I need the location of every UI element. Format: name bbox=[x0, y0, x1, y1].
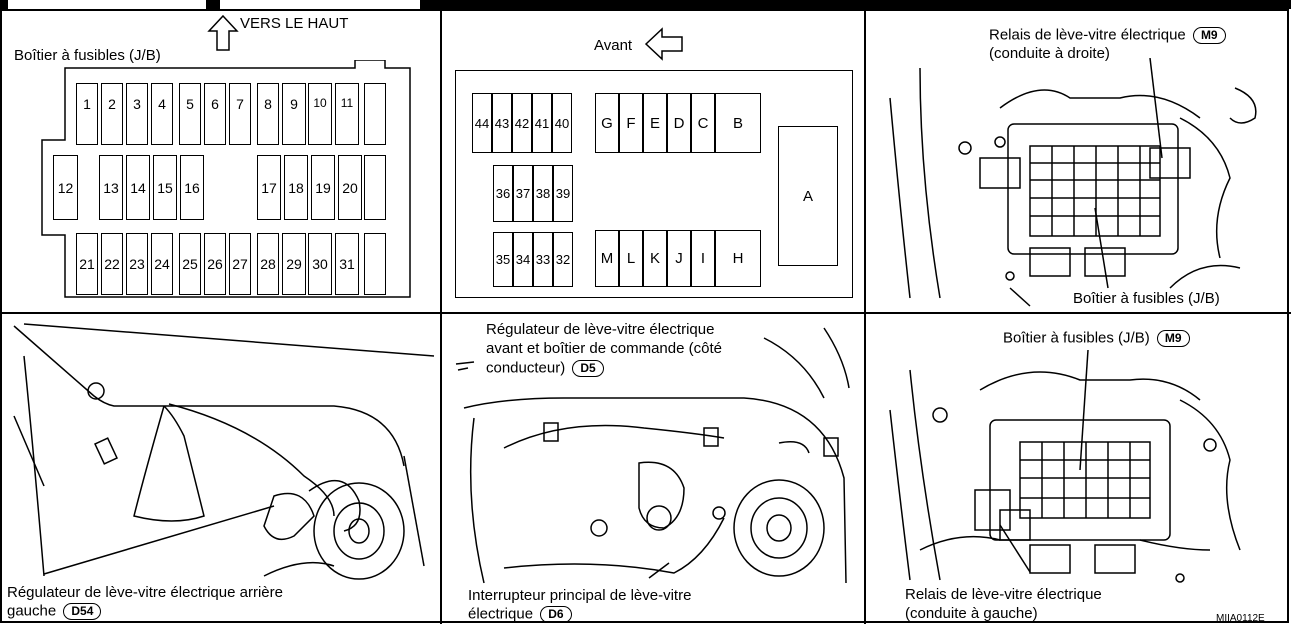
fuse-slot: 4 bbox=[151, 83, 173, 145]
relay-slot: I bbox=[691, 230, 715, 287]
relay-slot: L bbox=[619, 230, 643, 287]
fuse-slot: 35 bbox=[493, 232, 513, 287]
fuse-slot: 22 bbox=[101, 233, 123, 295]
fuse-slot: 2 bbox=[101, 83, 123, 145]
fuse-slot: 17 bbox=[257, 155, 281, 220]
fuse-slot: 21 bbox=[76, 233, 98, 295]
header-bar bbox=[0, 0, 1291, 9]
fuse-slot: 32 bbox=[553, 232, 573, 287]
fuse-slot: 3 bbox=[126, 83, 148, 145]
header-bar-segment bbox=[420, 0, 1291, 9]
fuse-slot: 29 bbox=[282, 233, 306, 295]
relay-slot: K bbox=[643, 230, 667, 287]
fuse-slot: 38 bbox=[533, 165, 553, 222]
main-switch-label-line2: électrique D6 bbox=[468, 606, 572, 623]
fuse-slot: 15 bbox=[153, 155, 177, 220]
fuse-slot: 13 bbox=[99, 155, 123, 220]
rear-regulator-label: Régulateur de lève-vitre électrique arri… bbox=[7, 585, 283, 601]
main-switch-label: Interrupteur principal de lève-vitre bbox=[468, 588, 691, 604]
fuse-slot: 1 bbox=[76, 83, 98, 145]
fuse-slot: 34 bbox=[513, 232, 533, 287]
rear-door-sketch bbox=[4, 316, 438, 586]
relay-slot: H bbox=[715, 230, 761, 287]
fuse-slot: 9 bbox=[282, 83, 306, 145]
fuse-slot: 7 bbox=[229, 83, 251, 145]
fuse-slot: 14 bbox=[126, 155, 150, 220]
fuse-slot: 12 bbox=[53, 155, 78, 220]
fuse-slot: 42 bbox=[512, 93, 532, 153]
panel-divider bbox=[0, 312, 1291, 314]
fuse-slot: 27 bbox=[229, 233, 251, 295]
relay-slot: E bbox=[643, 93, 667, 153]
rhd-relay-label: Relais de lève-vitre électrique M9 bbox=[989, 27, 1226, 44]
relay-slot: G bbox=[595, 93, 619, 153]
front-arrow-icon bbox=[644, 26, 686, 62]
lhd-dashboard-sketch bbox=[880, 350, 1280, 585]
rhd-dashboard-sketch bbox=[880, 58, 1280, 308]
relay-slot: C bbox=[691, 93, 715, 153]
fuse-slot: 30 bbox=[308, 233, 332, 295]
header-bar-segment bbox=[206, 0, 220, 9]
fuse-slot: 33 bbox=[533, 232, 553, 287]
fuse-slot: 41 bbox=[532, 93, 552, 153]
fuse-slot: 11 bbox=[335, 83, 359, 145]
relay-slot: D bbox=[667, 93, 691, 153]
fuse-slot: 31 bbox=[335, 233, 359, 295]
fuse-slot bbox=[364, 155, 386, 220]
fuse-slot: 16 bbox=[180, 155, 204, 220]
fuse-slot: 28 bbox=[257, 233, 279, 295]
fuse-slot bbox=[364, 83, 386, 145]
lhd-fuse-block-label-text: Boîtier à fusibles (J/B) bbox=[1003, 329, 1150, 346]
fuse-slot: 25 bbox=[179, 233, 201, 295]
up-arrow-icon bbox=[205, 14, 241, 54]
rear-regulator-label-line2: gauche D54 bbox=[7, 603, 101, 620]
fuse-slot: 44 bbox=[472, 93, 492, 153]
fuse-slot: 43 bbox=[492, 93, 512, 153]
fuse-slot: 20 bbox=[338, 155, 362, 220]
relay-slot: J bbox=[667, 230, 691, 287]
fuse-slot: 36 bbox=[493, 165, 513, 222]
relay-slot-large: A bbox=[778, 126, 838, 266]
connector-badge: D54 bbox=[63, 603, 101, 620]
fuse-slot: 18 bbox=[284, 155, 308, 220]
connector-badge: M9 bbox=[1193, 27, 1226, 44]
fuse-slot: 10 bbox=[308, 83, 332, 145]
connector-badge: D6 bbox=[540, 606, 571, 623]
fuse-slot bbox=[364, 233, 386, 295]
front-door-sketch bbox=[444, 318, 862, 586]
up-direction-label: VERS LE HAUT bbox=[240, 16, 348, 32]
lhd-fuse-block-label: Boîtier à fusibles (J/B) M9 bbox=[1003, 330, 1190, 347]
lhd-relay-sublabel: (conduite à gauche) bbox=[905, 606, 1038, 622]
fuse-slot: 24 bbox=[151, 233, 173, 295]
lhd-relay-label: Relais de lève-vitre électrique bbox=[905, 587, 1102, 603]
relay-slot: B bbox=[715, 93, 761, 153]
fuse-slot: 37 bbox=[513, 165, 533, 222]
fuse-slot: 8 bbox=[257, 83, 279, 145]
relay-slot: M bbox=[595, 230, 619, 287]
fuse-slot: 40 bbox=[552, 93, 572, 153]
fuse-slot: 6 bbox=[204, 83, 226, 145]
panel-divider bbox=[440, 9, 442, 624]
fuse-slot: 23 bbox=[126, 233, 148, 295]
fuse-slot: 19 bbox=[311, 155, 335, 220]
fuse-slot: 39 bbox=[553, 165, 573, 222]
fuse-slot: 5 bbox=[179, 83, 201, 145]
main-switch-label-text: électrique bbox=[468, 605, 533, 622]
fuse-slot: 26 bbox=[204, 233, 226, 295]
relay-slot: F bbox=[619, 93, 643, 153]
rear-regulator-label-text: gauche bbox=[7, 602, 56, 619]
rhd-fuse-block-label: Boîtier à fusibles (J/B) bbox=[1073, 291, 1220, 307]
header-bar-segment bbox=[0, 0, 8, 9]
rhd-relay-label-text: Relais de lève-vitre électrique bbox=[989, 26, 1186, 43]
front-direction-label: Avant bbox=[594, 38, 632, 54]
connector-badge: M9 bbox=[1157, 330, 1190, 347]
panel-divider bbox=[864, 9, 866, 624]
figure-code: MIIA0112E bbox=[1216, 611, 1265, 627]
